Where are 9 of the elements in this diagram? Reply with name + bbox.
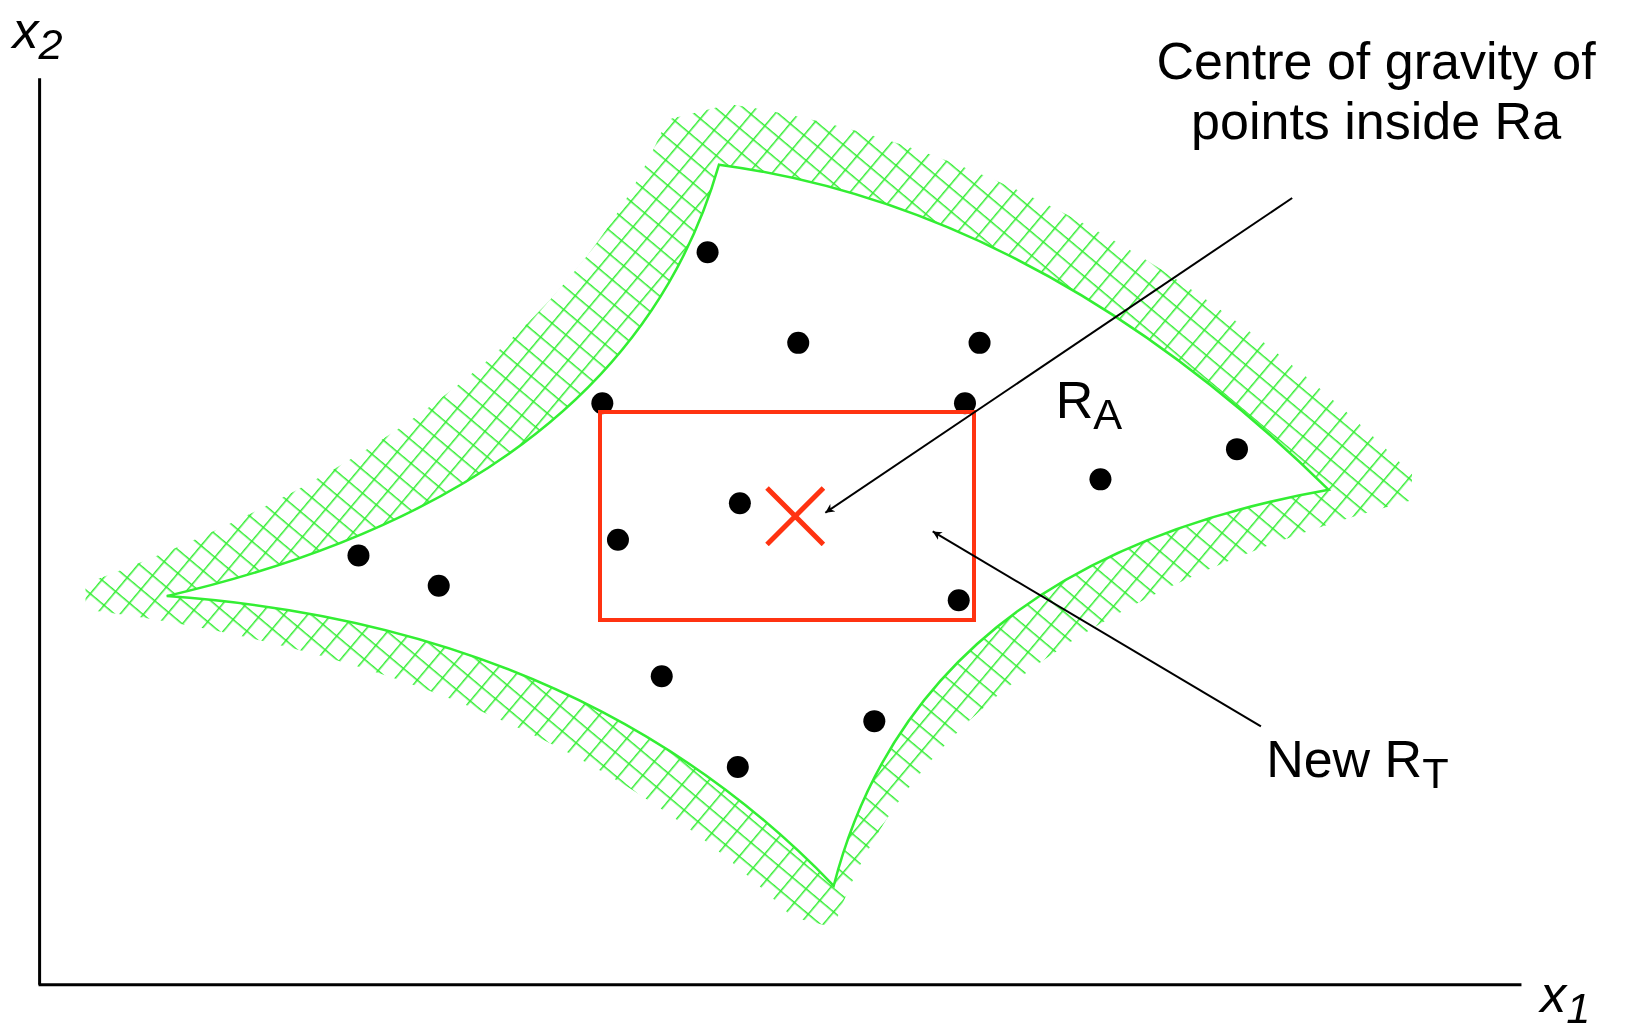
axis-label: x$_{2}$	[12, 0, 63, 71]
rectangle	[598, 409, 977, 623]
region-label: R$_{A}$	[1055, 369, 1123, 441]
axis-label: x$_{1}$	[1540, 963, 1591, 1027]
callout-text: Centre of gravity of points inside Ra	[1155, 31, 1597, 152]
callout-text: New R$_{T}$	[1266, 729, 1449, 800]
cross-mark	[764, 485, 826, 546]
arrow	[824, 197, 1294, 514]
arrow	[931, 530, 1262, 728]
